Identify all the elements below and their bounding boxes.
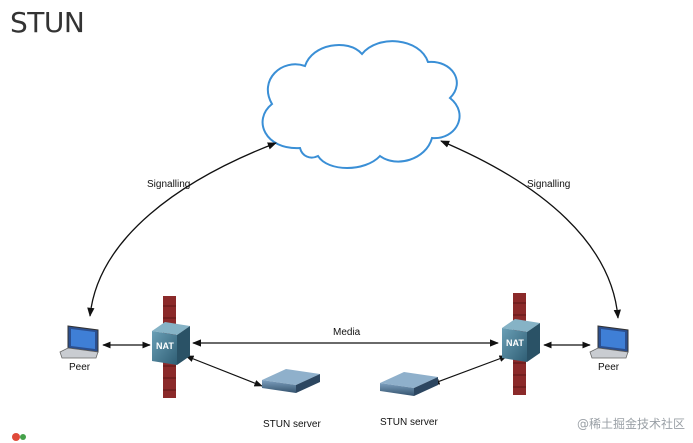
nat-stun-arrow-right [431, 355, 508, 385]
watermark: @稀土掘金技术社区 [576, 417, 685, 431]
signalling-label-right: Signalling [527, 179, 571, 190]
slide-title: STUN [10, 6, 85, 39]
nat-label-left: NAT [156, 341, 174, 351]
nat-right-icon [502, 319, 540, 362]
laptop-left-icon [59, 325, 99, 359]
laptop-right-icon [589, 325, 629, 359]
stun-server-right-icon [380, 372, 438, 396]
signalling-arrow-right [440, 140, 621, 319]
corner-logo-icon [12, 433, 26, 441]
stun-server-label-left: STUN server [263, 419, 321, 430]
signalling-label-left: Signalling [147, 179, 191, 190]
nat-label-right: NAT [506, 338, 524, 348]
peer-label-right: Peer [598, 362, 620, 373]
stun-server-label-right: STUN server [380, 417, 438, 428]
nat-stun-arrow-left [185, 355, 263, 387]
stun-server-left-icon [262, 369, 320, 393]
internet-cloud-icon [261, 40, 461, 169]
signalling-arrow-left [87, 142, 277, 317]
nat-left-icon [152, 322, 190, 365]
media-label: Media [333, 327, 361, 338]
peer-label-left: Peer [69, 362, 91, 373]
